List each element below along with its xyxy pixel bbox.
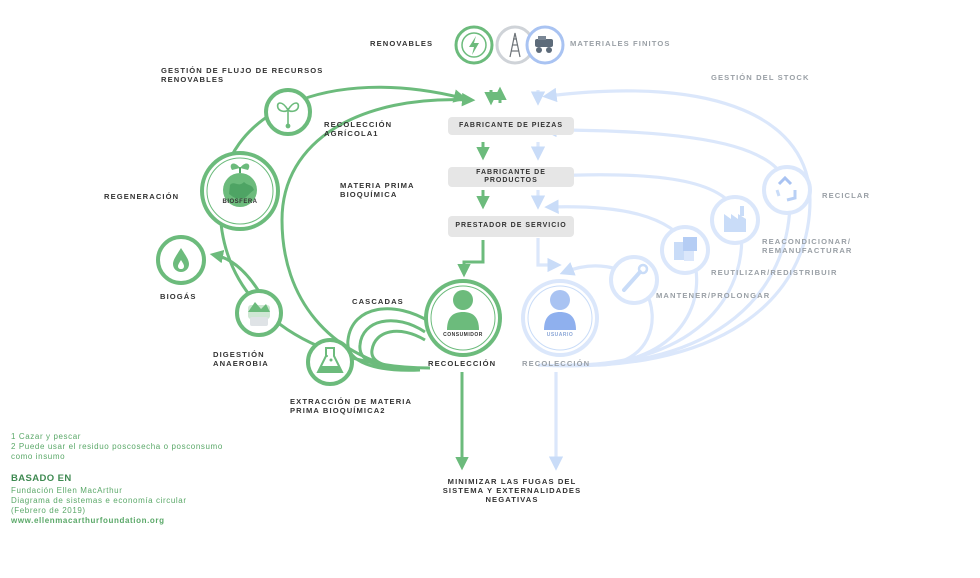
label-anaerobic-digestion: DIGESTIÓN ANAEROBIA — [213, 350, 269, 368]
green-nodes — [156, 88, 502, 386]
source-foundation: Fundación Ellen MacArthur — [11, 486, 123, 495]
biogas-arrow — [209, 249, 260, 291]
label-refurbish: REACONDICIONAR/ REMANUFACTURAR — [762, 237, 853, 255]
cascade-2 — [358, 319, 426, 371]
label-reuse: REUTILIZAR/REDISTRIBUIR — [711, 268, 838, 277]
label-collection-green: RECOLECCIÓN — [428, 359, 497, 368]
label-recycle: RECICLAR — [822, 191, 871, 200]
recycle-icon — [775, 175, 797, 202]
extraction-node — [306, 338, 354, 386]
label-finite-materials: MATERIALES FINITOS — [570, 39, 671, 48]
label-biosphere: BIOSFERA — [222, 199, 258, 205]
footnote-2: 2 Puede usar el residuo poscosecha o pos… — [11, 442, 223, 451]
label-agri-collection: RECOLECCIÓN AGRÍCOLA1 — [324, 120, 393, 138]
box-parts-manufacturer: FABRICANTE DE PIEZAS — [448, 117, 574, 135]
label-cascades: CASCADAS — [352, 297, 404, 306]
label-renewables: RENOVABLES — [370, 39, 434, 48]
green-service-down — [457, 240, 485, 278]
box-product-manufacturer: FABRICANTE DE PRODUCTOS — [448, 167, 574, 187]
label-minimize-leakage: MINIMIZAR LAS FUGAS DEL SISTEMA Y EXTERN… — [442, 477, 582, 504]
label-renewable-flow-mgmt: GESTIÓN DE FLUJO DE RECURSOS RENOVABLES — [161, 66, 324, 84]
truck-icon — [535, 36, 553, 53]
boxes-icon — [674, 237, 697, 261]
blue-service-down — [536, 238, 562, 273]
lightning-icon — [461, 32, 487, 58]
label-biochem-extraction: EXTRACCIÓN DE MATERIA PRIMA BIOQUÍMICA2 — [290, 397, 412, 415]
consumer-person-icon — [447, 290, 479, 330]
wrench-icon — [622, 263, 649, 292]
cascade-3 — [346, 307, 431, 372]
consumer-inner — [430, 285, 496, 351]
based-on-heading: BASADO EN — [11, 473, 72, 484]
label-regeneration: REGENERACIÓN — [104, 192, 180, 201]
biosphere-inner — [206, 157, 274, 225]
label-collection-blue: RECOLECCIÓN — [522, 359, 591, 368]
label-stock-management: GESTIÓN DEL STOCK — [711, 73, 810, 82]
flask-icon — [316, 347, 344, 373]
label-consumer: CONSUMIDOR — [443, 332, 483, 338]
cascade-1 — [370, 329, 426, 370]
user-person-icon — [544, 290, 576, 330]
user-inner — [527, 285, 593, 351]
recycle-node — [762, 165, 812, 215]
label-biogas: BIOGÁS — [160, 292, 197, 301]
box-service-provider: PRESTADOR DE SERVICIO — [448, 216, 574, 237]
cow-icon — [248, 302, 270, 326]
source-date: (Febrero de 2019) — [11, 506, 86, 515]
label-user: USUARIO — [546, 332, 574, 338]
sprout-icon — [276, 102, 300, 129]
technical-cycle — [530, 87, 812, 471]
label-maintain: MANTENER/PROLONGAR — [656, 291, 771, 300]
water-drop-icon — [173, 248, 189, 272]
globe-plant-icon — [223, 163, 257, 207]
source-diagram: Diagrama de sistemas e economía circular — [11, 496, 187, 505]
source-url: www.ellenmacarthurfoundation.org — [11, 516, 165, 525]
oil-rig-icon — [509, 32, 521, 58]
stock-loop — [537, 87, 812, 368]
footnote-1: 1 Cazar y pescar — [11, 432, 82, 441]
label-biochem-feedstock: MATERIA PRIMA BIOQUÍMICA — [340, 181, 415, 199]
footnote-2-cont: como insumo — [11, 452, 66, 461]
factory-icon — [724, 206, 746, 232]
